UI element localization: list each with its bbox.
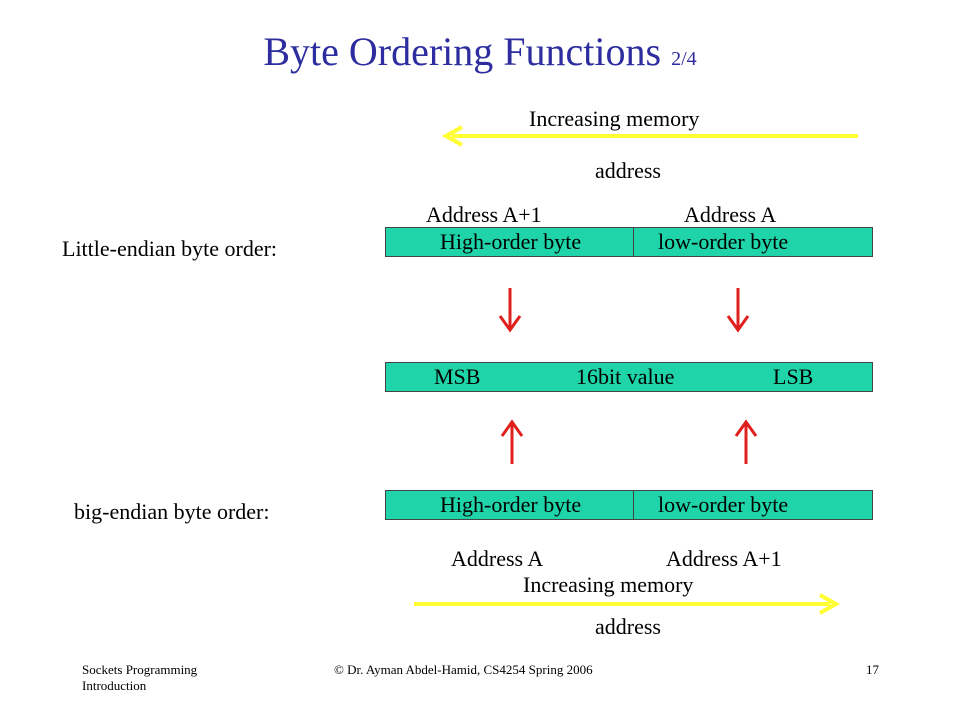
byte-divider: [633, 228, 634, 256]
value-center-label: 16bit value: [576, 364, 675, 389]
top-axis-label: Increasing memory: [529, 106, 700, 131]
byte-divider: [633, 491, 634, 519]
little-endian-address-left: Address A+1: [426, 202, 542, 227]
value-lsb: LSB: [773, 364, 814, 389]
slide-title: Byte Ordering Functions 2/4: [0, 28, 960, 75]
little-endian-row-label: Little-endian byte order:: [62, 236, 278, 261]
little-endian-address-right: Address A: [684, 202, 777, 227]
title-page-indicator: 2/4: [671, 48, 697, 70]
mapping-arrow-down-right: [726, 288, 750, 333]
top-axis-label-address: address: [595, 158, 661, 183]
top-memory-arrow: [441, 125, 858, 147]
little-endian-low-byte: low-order byte: [658, 229, 789, 254]
bottom-memory-arrow: [414, 593, 841, 615]
big-endian-high-byte: High-order byte: [440, 492, 582, 517]
big-endian-low-byte: low-order byte: [658, 492, 789, 517]
big-endian-row-label: big-endian byte order:: [74, 499, 270, 524]
title-text: Byte Ordering Functions: [263, 29, 662, 74]
big-endian-byte-box: High-order byte low-order byte: [385, 490, 873, 520]
footer-left: Sockets Programming Introduction: [82, 662, 197, 694]
footer-course-line2: Introduction: [82, 678, 147, 693]
mapping-arrow-down-left: [498, 288, 522, 333]
little-endian-byte-box: High-order byte low-order byte: [385, 227, 873, 257]
footer-page-number: 17: [866, 662, 879, 677]
mapping-arrow-up-right: [734, 419, 758, 464]
footer-course-line1: Sockets Programming: [82, 662, 198, 677]
footer-copyright: © Dr. Ayman Abdel-Hamid, CS4254 Spring 2…: [334, 662, 593, 677]
bottom-axis-label-address: address: [595, 614, 661, 639]
big-endian-address-left: Address A: [451, 546, 544, 571]
bottom-axis-label: Increasing memory: [523, 572, 694, 597]
value-msb: MSB: [434, 364, 481, 389]
little-endian-high-byte: High-order byte: [440, 229, 582, 254]
big-endian-address-right: Address A+1: [666, 546, 782, 571]
mapping-arrow-up-left: [500, 419, 524, 464]
value-box: MSB 16bit value LSB: [385, 362, 873, 392]
